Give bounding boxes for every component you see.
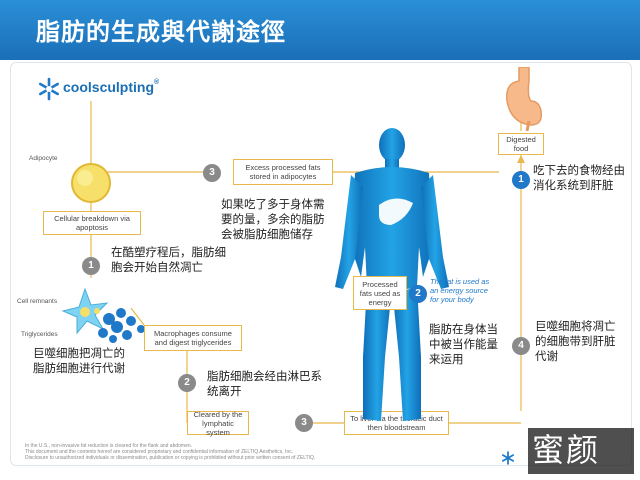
cell-remnants-icon	[61, 287, 145, 343]
diagram-panel: coolsculpting® Adipocyte Cellular breakd…	[10, 62, 632, 466]
footer-snowflake-icon	[502, 451, 514, 465]
macro-liver-note: 巨噬细胞将凋亡的细胞带到肝脏代谢	[535, 319, 616, 363]
macrophages-text: Macrophages consume and digest triglycer…	[154, 329, 232, 347]
food-digest-note: 吃下去的食物经由消化系统到肝脏	[533, 163, 625, 192]
brand-trademark: ®	[154, 79, 160, 86]
brand-logo: coolsculpting®	[63, 79, 159, 95]
cellular-breakdown-box: Cellular breakdown via apoptosis	[43, 211, 141, 235]
excess-processed-text: Excess processed fats stored in adipocyt…	[245, 163, 321, 181]
footer-line-1: In the U.S., non-invasive fat reduction …	[25, 443, 193, 449]
step-1-badge-gray: 1	[82, 257, 100, 275]
footer-line-2: This document and the contents hereof ar…	[25, 449, 294, 455]
excess-fat-note: 如果吃了多于身体需要的量，多余的脂肪会被脂肪细胞储存	[221, 197, 325, 241]
header-bar: 脂肪的生成與代謝途徑	[0, 0, 640, 60]
stomach-icon	[506, 67, 543, 131]
footer-disclaimer: In the U.S., non-invasive fat reduction …	[25, 443, 465, 461]
cell-remnants-label: Cell remnants	[17, 298, 58, 305]
triglycerides-label: Triglycerides	[21, 331, 58, 338]
cleared-lymphatic-box: Cleared by the lymphatic system	[187, 409, 249, 437]
step-3-badge-top: 3	[203, 164, 221, 182]
digested-food-text: Digested food	[506, 135, 536, 153]
digested-food-box: Digested food	[498, 133, 544, 155]
energy-use-note: 脂肪在身体当中被当作能量来运用	[429, 322, 498, 366]
snowflake-icon	[38, 77, 60, 101]
watermark: 蜜颜	[528, 428, 634, 474]
fat-energy-note: The fat is used as an energy source for …	[430, 277, 490, 304]
macrophages-box: Macrophages consume and digest triglycer…	[144, 325, 242, 351]
human-body-icon	[335, 128, 449, 421]
macro-metab-note: 巨噬细胞把凋亡的脂肪细胞进行代谢	[33, 346, 125, 375]
processed-energy-box: Processed fats used as energy	[353, 276, 407, 310]
adipocyte-cell-icon	[71, 163, 111, 203]
processed-energy-text: Processed fats used as energy	[359, 279, 401, 307]
watermark-text: 蜜颜	[532, 431, 601, 469]
footer-line-3: Disclosure to unauthorized individuals o…	[25, 455, 316, 461]
cool-death-note: 在酷塑疗程后，脂肪细胞会开始自然凋亡	[111, 245, 226, 274]
step-1-badge-blue: 1	[512, 171, 530, 189]
lymph-exit-note: 脂肪细胞会经由淋巴系统离开	[207, 369, 322, 398]
to-liver-text: To liver via the thoracic duct then bloo…	[350, 414, 443, 432]
step-2-badge-gray: 2	[178, 374, 196, 392]
brand-logo-text: coolsculpting	[63, 79, 154, 95]
cellular-breakdown-text: Cellular breakdown via apoptosis	[54, 214, 130, 232]
step-4-badge-gray: 4	[512, 337, 530, 355]
step-2-badge-blue: 2	[409, 285, 427, 303]
excess-processed-box: Excess processed fats stored in adipocyt…	[233, 159, 333, 185]
page-title: 脂肪的生成與代謝途徑	[36, 18, 286, 46]
to-liver-box: To liver via the thoracic duct then bloo…	[344, 411, 449, 435]
adipocyte-label: Adipocyte	[29, 155, 58, 162]
step-3-badge-gray: 3	[295, 414, 313, 432]
cleared-lymphatic-text: Cleared by the lymphatic system	[193, 409, 243, 437]
